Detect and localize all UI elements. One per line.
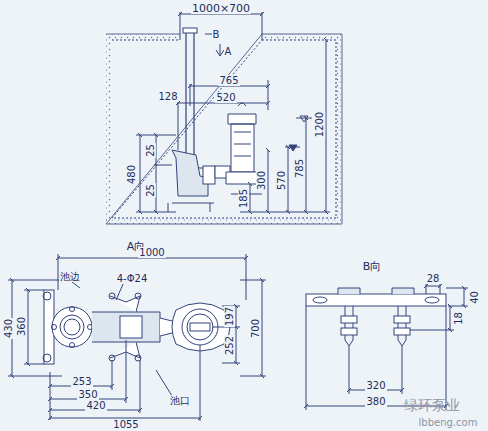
dimension-label: 池口	[169, 395, 191, 406]
dimension-label: 1200	[314, 110, 325, 137]
dimension-label: 252	[225, 334, 236, 355]
dimension-label: 300	[257, 169, 268, 190]
dimension-label: 700	[251, 317, 262, 338]
dimension-label: 520	[215, 92, 236, 103]
dimension-label: 765	[218, 75, 239, 86]
dimension-label: 25	[144, 143, 155, 158]
dimension-label: 28	[426, 273, 441, 284]
dimension-label: 25	[144, 183, 155, 198]
watermark: lbbeng.com	[418, 417, 479, 428]
dimension-label: 360	[17, 315, 28, 336]
dimension-label: 池边	[59, 271, 81, 282]
dimension-label: 197	[225, 305, 236, 326]
dimension-label: 1000	[138, 247, 165, 258]
dimension-label: 570	[277, 169, 288, 190]
dimension-label: 1000×700	[191, 3, 251, 14]
dimension-label: 40	[468, 290, 479, 305]
dimension-label: 380	[365, 396, 386, 407]
dimension-label: 4-Φ24	[116, 273, 149, 284]
dimension-label: 320	[365, 380, 386, 391]
dimension-label: B向	[362, 261, 383, 272]
dimension-label: 420	[85, 400, 106, 411]
dimension-label: 128	[157, 91, 178, 102]
watermark: 绿环泵业	[403, 398, 461, 413]
dimension-label: 1055	[112, 419, 139, 430]
dimension-label: B	[212, 29, 221, 40]
dimension-label: 253	[71, 376, 92, 387]
dimension-label: 18	[452, 311, 463, 326]
dimension-label: 785	[295, 157, 306, 178]
dimension-label: 350	[77, 389, 98, 400]
dimension-label: 430	[3, 317, 14, 338]
dimension-label: 480	[127, 163, 138, 184]
dimension-label: 185	[239, 187, 250, 208]
dimension-label: A	[224, 46, 233, 57]
